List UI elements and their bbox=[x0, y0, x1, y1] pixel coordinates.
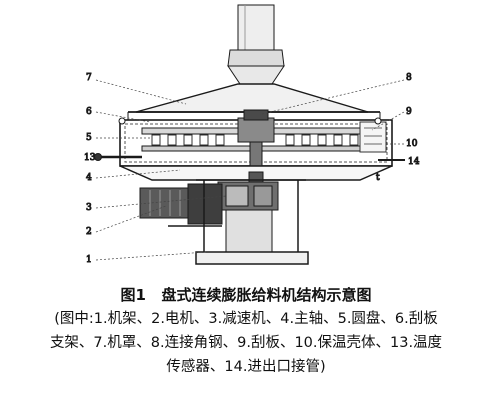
machine-frame bbox=[168, 179, 309, 265]
machine-structure-diagram: 7 6 5 13 4 3 2 1 8 9 10 14 t bbox=[84, 4, 420, 266]
motor bbox=[139, 183, 223, 225]
label-14: 14 bbox=[408, 157, 420, 167]
label-5: 5 bbox=[86, 133, 92, 143]
label-13: 13 bbox=[84, 153, 96, 163]
label-4: 4 bbox=[86, 173, 92, 183]
top-feed-pipe bbox=[227, 4, 285, 85]
leader-lines bbox=[95, 79, 405, 261]
caption-legend-line-3: 传感器、14.进出口接管) bbox=[166, 359, 326, 375]
label-8: 8 bbox=[406, 73, 412, 83]
label-10: 10 bbox=[406, 139, 418, 149]
label-1: 1 bbox=[86, 255, 92, 265]
caption-legend-line-1: (图中:1.机架、2.电机、3.减速机、4.主轴、5.圆盘、6.刮板 bbox=[54, 311, 438, 327]
label-t: t bbox=[376, 173, 380, 183]
label-2: 2 bbox=[86, 227, 92, 237]
caption-legend-line-2: 支架、7.机罩、8.连接角钢、9.刮板、10.保温壳体、13.温度 bbox=[49, 335, 443, 351]
label-7: 7 bbox=[86, 73, 92, 83]
caption-title: 图1 盘式连续膨胀给料机结构示意图 bbox=[120, 286, 372, 304]
small-bolt-left bbox=[118, 117, 126, 125]
label-9: 9 bbox=[406, 107, 412, 117]
central-hub bbox=[237, 109, 275, 173]
label-6: 6 bbox=[86, 107, 92, 117]
label-3: 3 bbox=[86, 203, 92, 213]
temperature-sensor bbox=[94, 153, 142, 161]
small-bolt-right bbox=[374, 117, 382, 125]
reducer bbox=[217, 181, 279, 253]
figure-caption: 图1 盘式连续膨胀给料机结构示意图 (图中:1.机架、2.电机、3.减速机、4.… bbox=[0, 283, 492, 379]
